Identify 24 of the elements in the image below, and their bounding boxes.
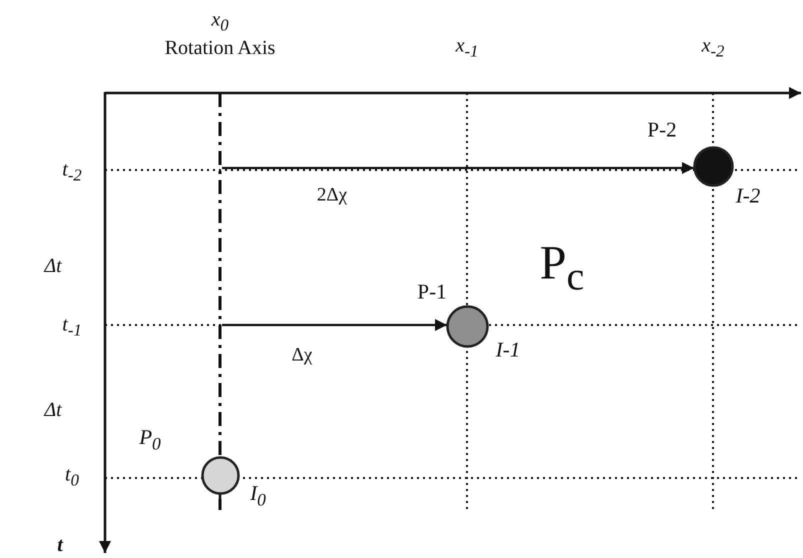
arrow bbox=[222, 162, 694, 174]
time-label: t$_{-2}$ bbox=[62, 160, 82, 184]
axis-label: x$_{0}$ bbox=[211, 10, 229, 34]
particle-circle bbox=[200, 456, 240, 494]
region-label: P$_{c}$ bbox=[540, 240, 584, 296]
intensity-label: I$_{0}$ bbox=[250, 483, 266, 509]
intensity-label: I-2 bbox=[736, 186, 760, 206]
particle-label: P-2 bbox=[647, 120, 677, 140]
time-label: t$_{0}$ bbox=[65, 464, 79, 490]
edge-label: Δχ bbox=[290, 346, 314, 364]
axis-title: Rotation Axis bbox=[164, 38, 276, 58]
time-label: t$_{-1}$ bbox=[62, 314, 82, 340]
intensity-label: I-1 bbox=[496, 340, 520, 360]
particle-circle bbox=[692, 146, 734, 186]
particle-label: P$_{0}$ bbox=[139, 427, 161, 453]
arrow bbox=[222, 319, 447, 331]
edge-label: 2Δχ bbox=[314, 186, 350, 204]
axis-label: x$_{-2}$ bbox=[702, 36, 724, 60]
axis-label: t bbox=[57, 535, 63, 555]
particle-label: P-1 bbox=[417, 282, 447, 302]
axis-label: x$_{-1}$ bbox=[456, 36, 478, 60]
interval-label: Δt bbox=[44, 400, 62, 420]
particle-circle bbox=[446, 304, 488, 348]
interval-label: Δt bbox=[44, 256, 62, 276]
